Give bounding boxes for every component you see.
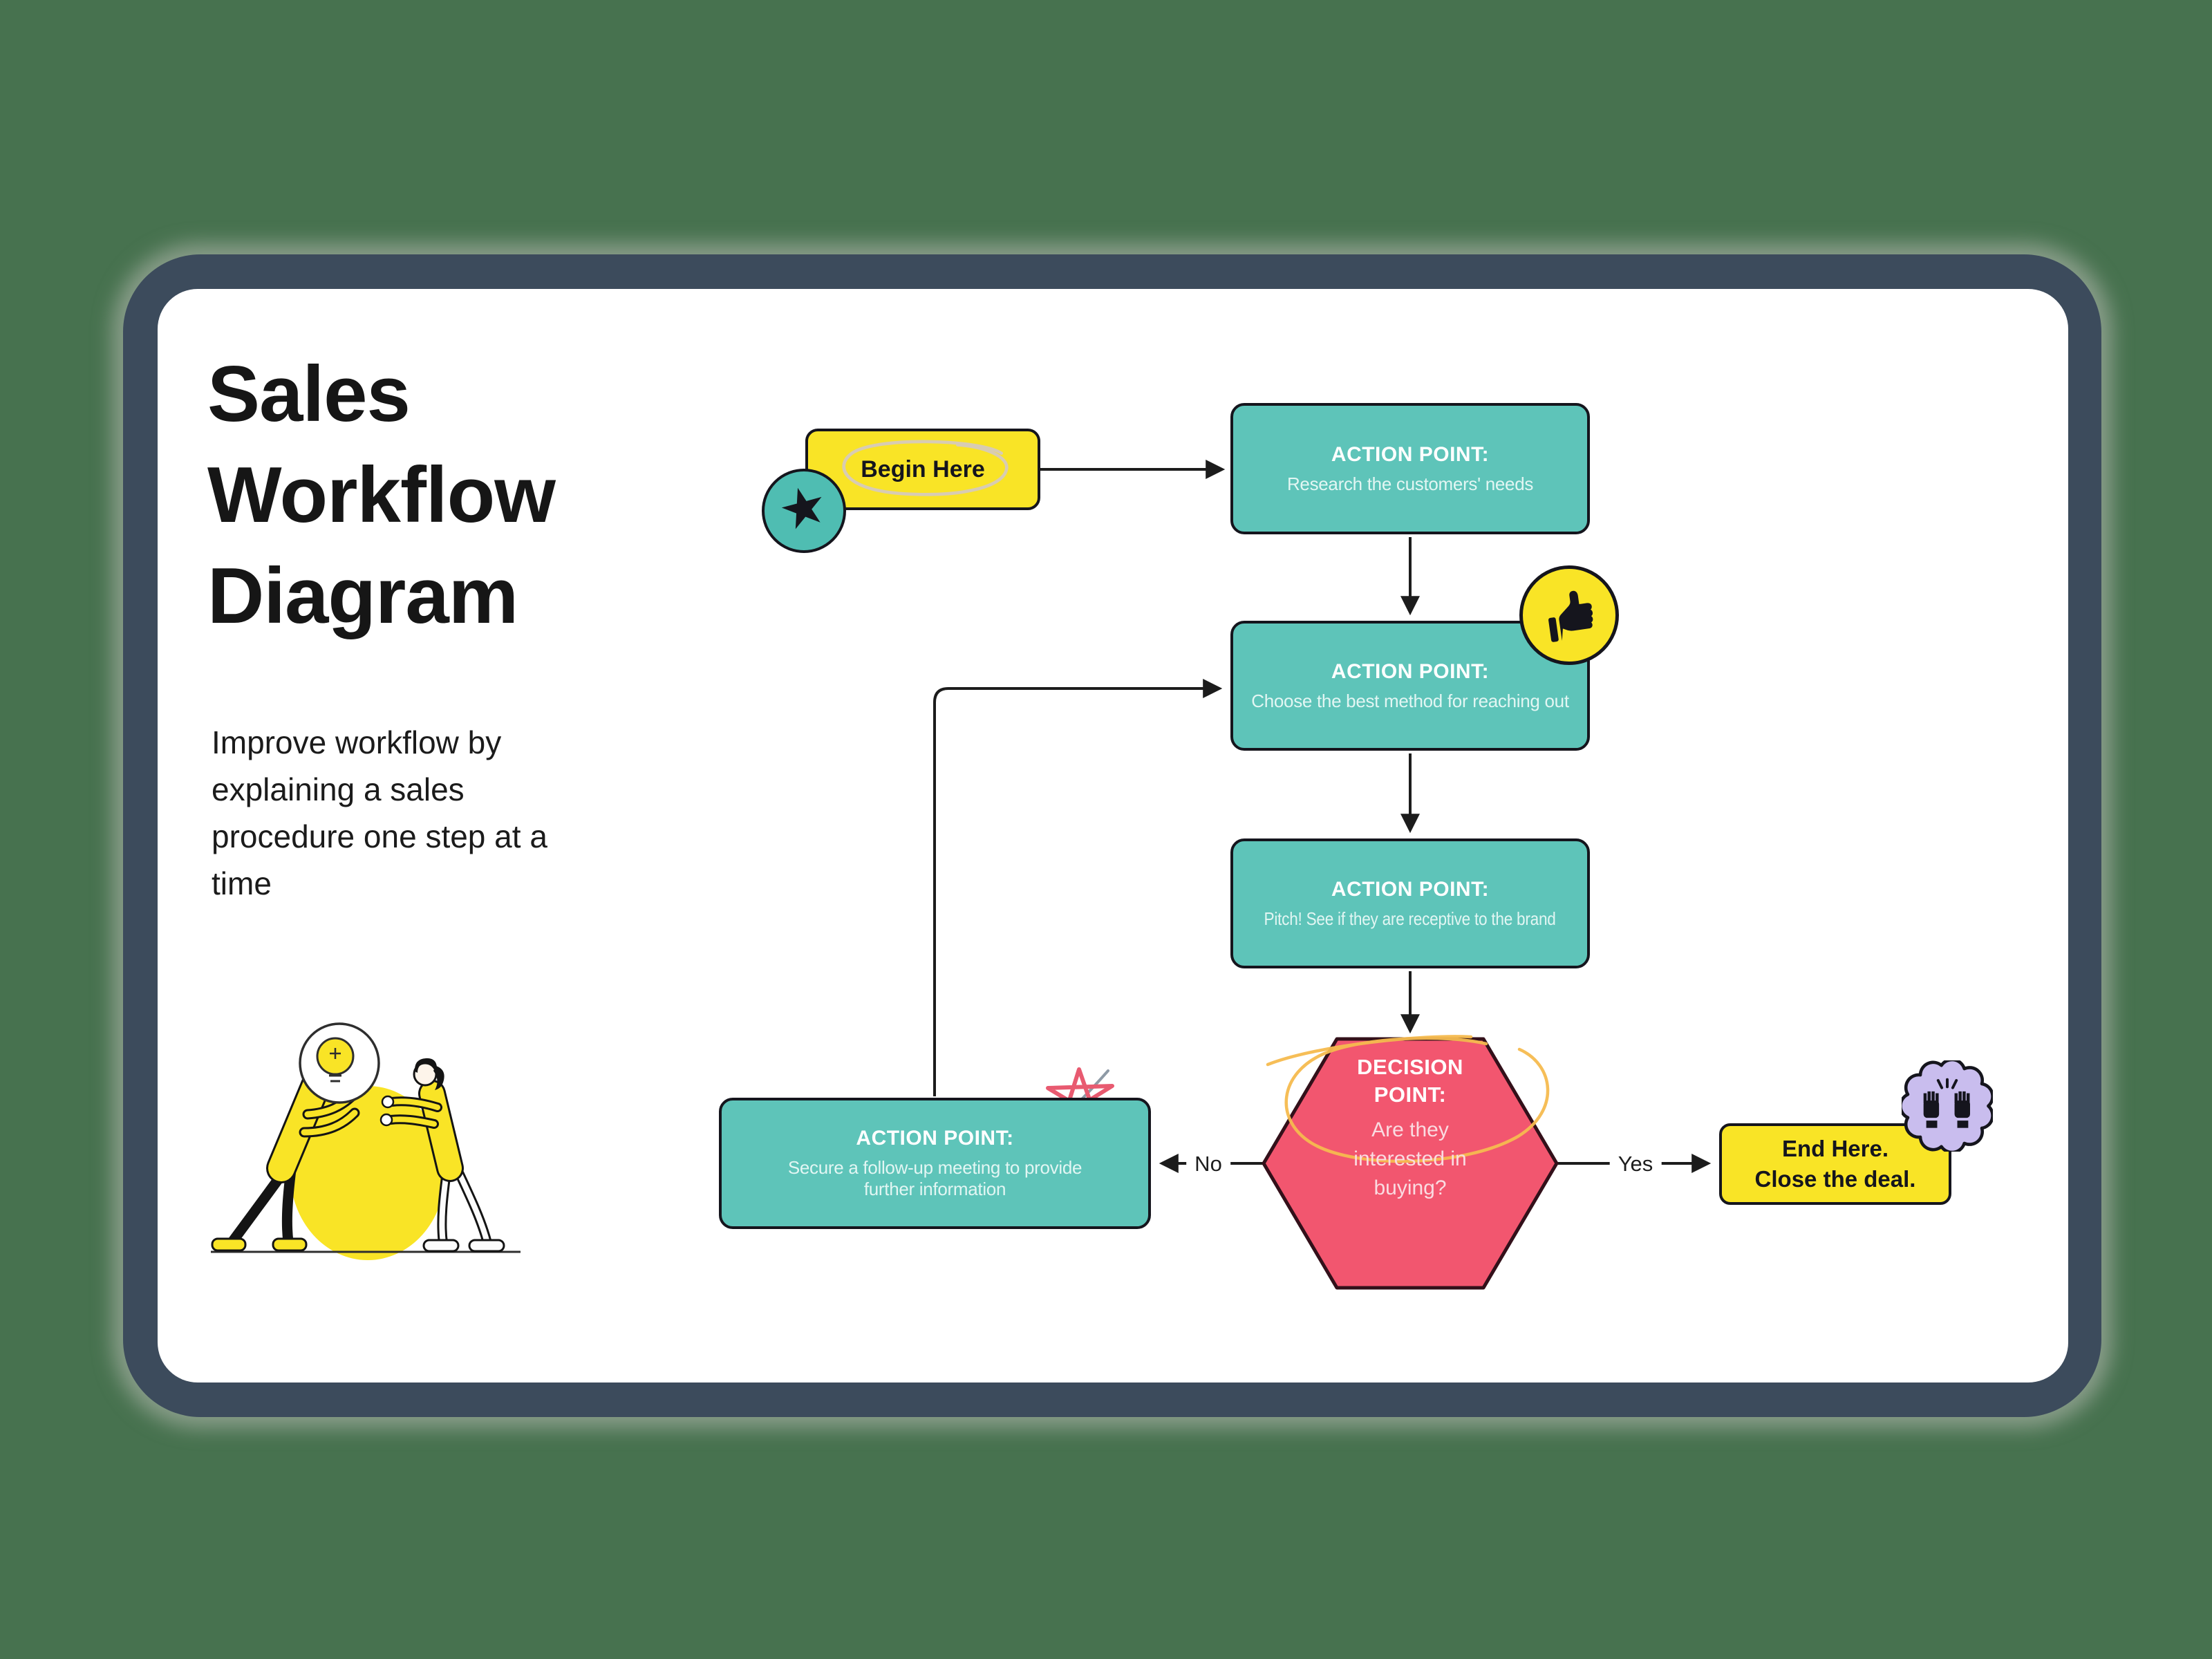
decision-node[interactable]: DECISION POINT: Are they interested in b… [1284, 1053, 1536, 1203]
action1-heading: ACTION POINT: [1331, 442, 1490, 466]
decision-scribble-circle [1266, 1035, 1550, 1163]
teamwork-illustration [211, 1022, 521, 1260]
action4-body: Secure a follow-up meeting to provide fu… [787, 1157, 1082, 1199]
decision-body: Are they interested in buying? [1353, 1118, 1467, 1199]
thumbs-up-icon [1519, 565, 1619, 665]
action3-heading: ACTION POINT: [1331, 877, 1490, 901]
title-line-3: Diagram [207, 552, 518, 640]
subtitle: Improve workflow by explaining a sales p… [212, 724, 547, 901]
star-icon: ★ [762, 469, 846, 553]
action2-body: Choose the best method for reaching out [1251, 690, 1569, 711]
title-line-2: Workflow [207, 451, 556, 539]
begin-label: Begin Here [861, 456, 985, 482]
action1-body: Research the customers' needs [1286, 473, 1534, 494]
edge-label-yes: Yes [1609, 1150, 1662, 1178]
illustration-person-right [379, 1058, 505, 1253]
edge-followup-loop [933, 679, 1223, 1096]
page-title: Sales Workflow Diagram [207, 344, 774, 647]
decision-hexagon[interactable] [1262, 1037, 1559, 1290]
title-line-1: Sales [207, 350, 411, 438]
raised-hands-icon [1898, 1058, 1994, 1154]
action2-heading: ACTION POINT: [1331, 659, 1490, 683]
decision-heading: DECISION POINT: [1357, 1055, 1463, 1107]
end-node[interactable]: End Here. Close the deal. [1719, 1123, 1951, 1205]
illustration-idea-circle [299, 1022, 380, 1104]
action-node-pitch[interactable]: ACTION POINT: Pitch! See if they are rec… [1230, 838, 1590, 968]
action4-heading: ACTION POINT: [856, 1127, 1014, 1150]
action-node-research[interactable]: ACTION POINT: Research the customers' ne… [1230, 403, 1590, 534]
end-label-line2: Close the deal. [1754, 1166, 1916, 1192]
begin-scribble-ellipse [842, 440, 1009, 496]
edge-label-no: No [1186, 1150, 1230, 1178]
end-label-line1: End Here. [1781, 1136, 1889, 1161]
action3-body: Pitch! See if they are receptive to the … [1264, 908, 1557, 929]
begin-node[interactable]: Begin Here [805, 429, 1040, 510]
action-node-followup[interactable]: ACTION POINT: Secure a follow-up meeting… [719, 1098, 1151, 1229]
